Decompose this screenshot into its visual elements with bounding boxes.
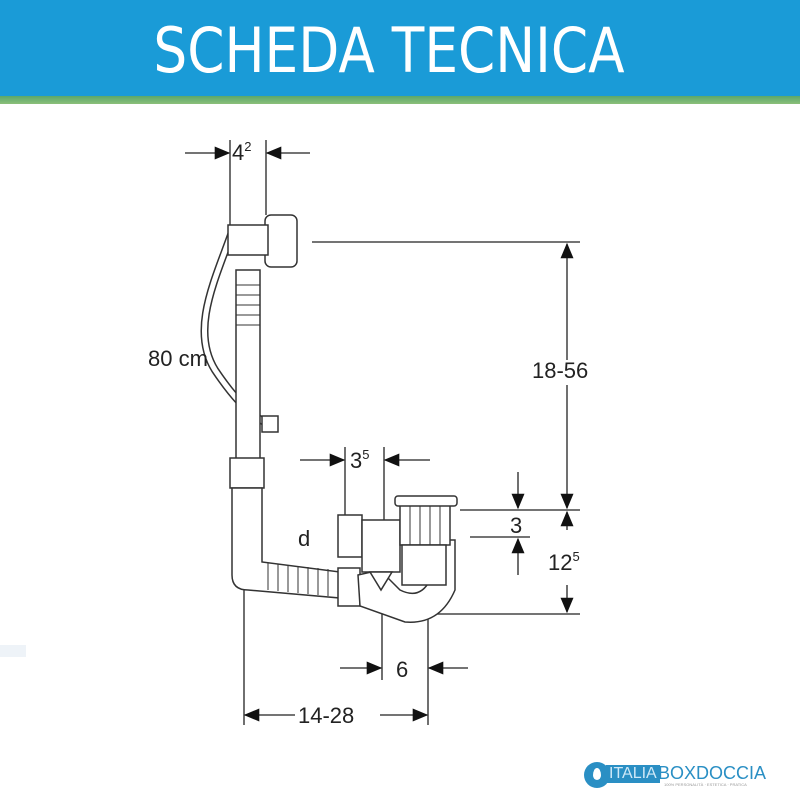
dim-top-width: 42 — [232, 139, 251, 165]
water-drop-icon — [584, 762, 610, 788]
logo-tagline: 100% PERSONALITÀ · ESTETICA · PRATICA — [664, 782, 747, 787]
dimension-lines — [185, 140, 580, 725]
hose-length-label: 80 cm — [148, 346, 208, 371]
logo-part1: ITALIA — [606, 765, 660, 783]
header-stripe — [0, 96, 800, 104]
side-mark — [0, 645, 26, 657]
outlet-offset-label: 35 — [350, 447, 369, 473]
logo-part2: BOXDOCCIA — [658, 763, 767, 783]
drain-height-label: 125 — [548, 549, 580, 575]
brand-logo: ITALIA BOXDOCCIA 100% PERSONALITÀ · ESTE… — [584, 760, 794, 790]
height-range-label: 18-56 — [532, 358, 588, 383]
drain-assembly — [200, 214, 458, 623]
drain-gap-label: 3 — [510, 513, 522, 538]
diameter-label: d — [298, 526, 310, 551]
width-range-label: 14-28 — [298, 703, 354, 728]
page-title: SCHEDA TECNICA — [153, 14, 625, 87]
header-banner — [0, 0, 800, 98]
trap-offset-label: 6 — [396, 657, 408, 682]
